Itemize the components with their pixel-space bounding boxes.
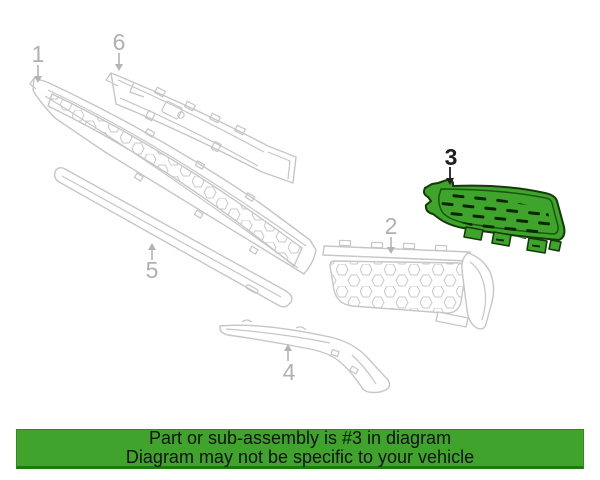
banner-line1: Part or sub-assembly is #3 in diagram xyxy=(148,428,452,448)
part-6-upper-bracket xyxy=(105,72,297,184)
callout-2-label: 2 xyxy=(385,213,398,239)
callout-2-arrow xyxy=(387,237,395,254)
callout-4: 4 xyxy=(283,344,296,385)
callout-1: 1 xyxy=(32,41,45,83)
callout-5-arrow xyxy=(148,243,156,260)
part-2-fog-grille xyxy=(322,239,495,330)
callout-1-label: 1 xyxy=(32,41,45,67)
callout-3-highlighted: 3 xyxy=(445,144,458,185)
info-banner: Part or sub-assembly is #3 in diagram Di… xyxy=(16,429,584,469)
callout-2: 2 xyxy=(385,213,398,254)
callout-6-arrow xyxy=(115,53,123,71)
banner-line2: Diagram may not be specific to your vehi… xyxy=(125,447,475,467)
callout-4-label: 4 xyxy=(283,359,296,385)
callout-5: 5 xyxy=(146,243,159,283)
callout-3-arrow xyxy=(446,167,454,185)
part-5-trim-strip xyxy=(53,167,293,308)
callout-6-label: 6 xyxy=(113,29,126,55)
part-4-lower-molding xyxy=(219,319,391,394)
part-3-fog-lamp-cover-highlighted xyxy=(423,178,566,254)
part-1-upper-grille xyxy=(29,77,317,275)
callout-4-arrow xyxy=(284,344,292,361)
callout-1-arrow xyxy=(34,65,42,83)
callout-3-label: 3 xyxy=(445,144,458,170)
callout-6: 6 xyxy=(113,29,126,71)
callout-5-label: 5 xyxy=(146,257,159,283)
